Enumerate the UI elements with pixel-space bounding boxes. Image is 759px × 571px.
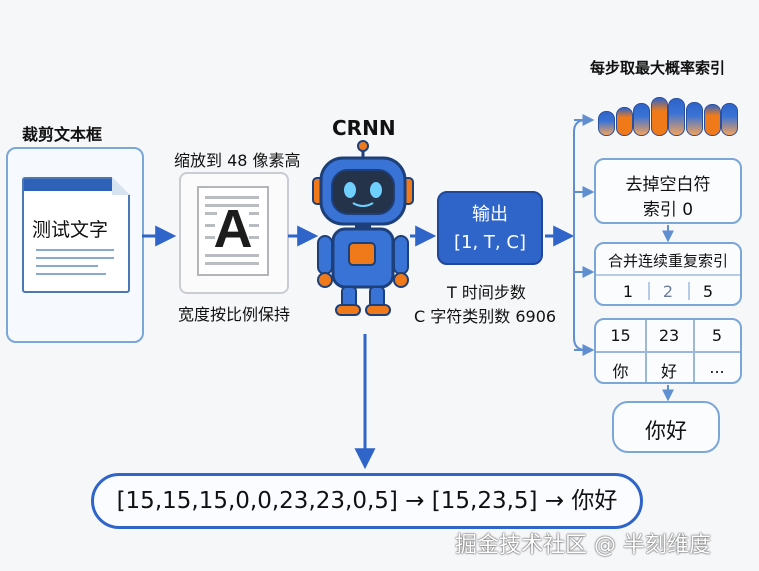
lookup-index: 5	[711, 326, 723, 345]
merge-index: 1	[622, 282, 634, 301]
doc-text: 测试文字	[32, 219, 109, 241]
watermark: 掘金技术社区 @ 半刻维度	[455, 533, 711, 558]
probability-bars	[598, 90, 740, 136]
probability-bar	[615, 107, 633, 136]
output-line1: 输出	[472, 204, 508, 225]
argmax-title: 每步取最大概率索引	[590, 59, 726, 77]
scale-title: 缩放到 48 像素高	[174, 151, 301, 170]
crop-title: 裁剪文本框	[22, 125, 103, 144]
decode-formula: [15,15,15,0,0,23,23,0,5] → [15,23,5] → 你…	[91, 473, 643, 529]
remove-blank-box: 去掉空白符 索引 0	[594, 158, 742, 224]
lookup-char: 好	[660, 362, 677, 381]
probability-bar	[703, 104, 721, 136]
document-icon: 测试文字	[22, 177, 130, 293]
merge-box: 合并连续重复索引 1 2 5	[594, 242, 742, 306]
remove-blank-index: 索引 0	[642, 200, 694, 220]
merge-index: 5	[702, 282, 714, 301]
output-note-c: C 字符类别数 6906	[414, 307, 557, 326]
output-box: 输出 [1, T, C]	[437, 191, 543, 265]
lookup-char: ...	[709, 358, 725, 377]
merge-title: 合并连续重复索引	[607, 252, 728, 270]
output-note-t: T 时间步数	[447, 283, 526, 302]
crnn-title: CRNN	[332, 116, 396, 140]
probability-bar	[633, 103, 651, 136]
probability-bar	[668, 98, 686, 136]
output-shape: [1, T, C]	[454, 232, 526, 253]
remove-blank-label: 去掉空白符	[625, 175, 711, 195]
glyph-a: A	[213, 199, 253, 259]
lookup-index: 15	[610, 326, 631, 345]
probability-bar	[686, 102, 703, 136]
paper-icon: A	[197, 186, 269, 276]
lookup-char: 你	[612, 362, 629, 381]
lookup-index: 23	[658, 326, 680, 345]
merge-index: 2	[662, 282, 674, 301]
probability-bar	[650, 97, 668, 136]
lookup-table: 15 23 5 你 好 ...	[594, 318, 742, 384]
bracket	[573, 119, 587, 351]
probability-bar	[598, 111, 615, 136]
robot-icon	[312, 140, 414, 316]
result-text: 你好	[645, 419, 687, 443]
scale-caption: 宽度按比例保持	[178, 305, 291, 324]
result-box: 你好	[612, 401, 720, 453]
probability-bar	[721, 103, 739, 136]
